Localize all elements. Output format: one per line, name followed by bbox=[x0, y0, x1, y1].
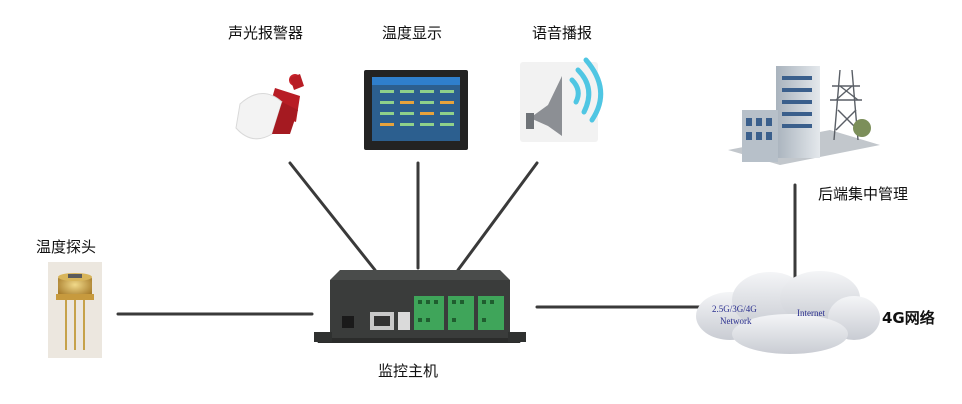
label-host: 监控主机 bbox=[378, 362, 439, 380]
line-voice-host bbox=[456, 161, 539, 272]
speaker-icon bbox=[520, 57, 604, 142]
probe-icon bbox=[48, 262, 102, 358]
label-probe: 温度探头 bbox=[36, 238, 97, 256]
connector-lines bbox=[116, 161, 797, 316]
label-network: 4G网络 bbox=[882, 309, 935, 327]
host-device-icon bbox=[314, 270, 526, 343]
network-cloud-icon bbox=[696, 271, 880, 354]
label-backend: 后端集中管理 bbox=[818, 185, 909, 203]
label-display: 温度显示 bbox=[382, 24, 443, 42]
cloud-text-generation: 2.5G/3G/4G bbox=[712, 304, 757, 314]
label-alarm: 声光报警器 bbox=[228, 24, 304, 42]
cloud-text-internet: Internet bbox=[797, 308, 825, 318]
cloud-text-network: Network bbox=[720, 316, 752, 326]
building-icon bbox=[728, 66, 880, 165]
alarm-icon bbox=[235, 74, 304, 140]
display-icon bbox=[364, 70, 468, 150]
label-voice: 语音播报 bbox=[532, 24, 593, 42]
line-alarm-host bbox=[288, 161, 377, 272]
